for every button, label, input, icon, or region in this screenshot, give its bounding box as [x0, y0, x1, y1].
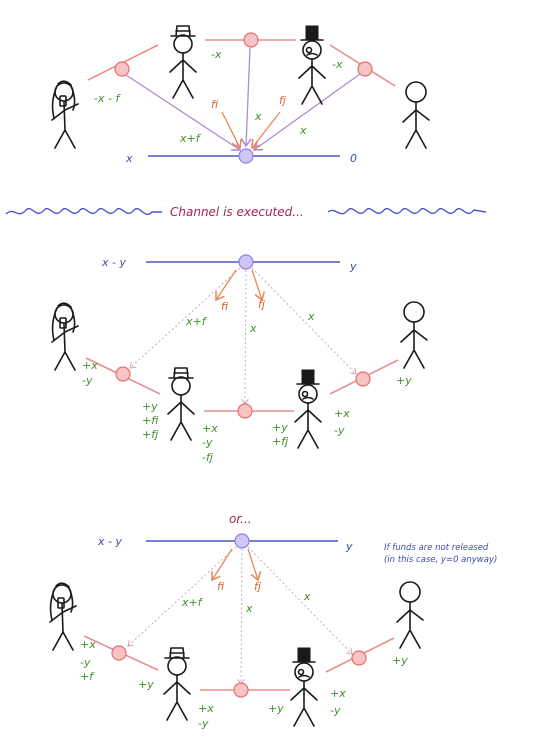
- s2-hatr-l3: -fj: [202, 451, 214, 464]
- fee-arrow-fi-2: [216, 269, 237, 300]
- tophat-figure-icon: [298, 25, 326, 105]
- channel-node-2: [243, 32, 259, 48]
- scene1-right-label: 0: [350, 152, 357, 165]
- s3-fee-arrow-fi: [212, 548, 233, 580]
- flow-arrow-1: [125, 74, 240, 150]
- scene3-note-line1: If funds are not released: [384, 543, 489, 553]
- divider: Channel is executed...: [5, 205, 487, 219]
- s2-flow-x-right: x: [307, 310, 315, 323]
- violet-node-2: [238, 254, 254, 270]
- scene2-right-label: y: [349, 260, 357, 273]
- edge-label-1: -x - f: [94, 92, 121, 105]
- s3-tophatl-l1: +y: [268, 702, 284, 715]
- s2-hat-figure-icon: [167, 367, 195, 441]
- s3-hatl-l1: +y: [138, 678, 154, 691]
- channel-node-1: [114, 61, 130, 77]
- flow-arrow-3: [254, 73, 361, 150]
- s3-plain-l1: +y: [392, 654, 408, 667]
- s2-girl-figure-icon: [51, 302, 79, 371]
- flow-label-fi: fi: [211, 98, 219, 111]
- violet-node-3: [234, 533, 250, 549]
- s2-hatr-l1: +x: [202, 422, 218, 435]
- s3-hatr-l1: +x: [198, 702, 214, 715]
- s3-girl-figure-icon: [49, 582, 77, 651]
- flow-label-xf: x+f: [179, 132, 202, 145]
- s2-hat-l3: +fj: [142, 428, 159, 441]
- s2-girl-l2: -y: [82, 374, 93, 387]
- flow-arrow-2: [246, 47, 250, 146]
- s2-hatr-l2: -y: [202, 436, 213, 449]
- flow-label-fj: fj: [279, 94, 287, 107]
- scene-2: x - y y fi fj x+f x x +x -y +y +fi +fj +…: [51, 254, 428, 464]
- wavy-line-left: [5, 207, 162, 215]
- s3-plain-figure-icon: [396, 581, 424, 649]
- s3-girl-l1: +x: [80, 638, 96, 651]
- girl-figure-icon: [51, 80, 79, 149]
- s2-hat-l1: +y: [142, 400, 158, 413]
- s2-plain-figure-icon: [400, 301, 428, 369]
- fee-arrow-fi: [221, 111, 240, 148]
- plain-figure-icon: [402, 81, 430, 149]
- s3-flow-x-mid: x: [245, 602, 253, 615]
- s2-plain-l1: +y: [396, 374, 412, 387]
- s3-hatr-l2: -y: [198, 717, 209, 730]
- wavy-line-right: [327, 207, 487, 215]
- s2-channel-node-1: [115, 366, 131, 382]
- s3-dotted-arrow-3: [247, 546, 352, 654]
- s2-channel-node-3: [355, 371, 371, 387]
- s3-flow-fj: fj: [254, 580, 262, 593]
- violet-node-1: [238, 148, 254, 164]
- s2-tophatl-l1: +y: [272, 421, 288, 434]
- dotted-arrow-1: [130, 267, 241, 368]
- edge-label-3: -x: [332, 58, 343, 71]
- dotted-arrow-3: [251, 267, 356, 374]
- hat-figure-icon: [169, 25, 197, 99]
- scene-1: x 0 -x - f -x -x x+f fi x fj x: [51, 25, 430, 165]
- s3-flow-fi: fi: [217, 580, 225, 593]
- scene1-left-label: x: [125, 152, 133, 165]
- s2-tophat-figure-icon: [294, 369, 322, 449]
- s3-channel-node-1: [111, 645, 127, 661]
- scene3-right-label: y: [345, 540, 353, 553]
- s2-flow-fj: fj: [258, 298, 266, 311]
- s3-tophatr-l1: +x: [330, 687, 346, 700]
- flow-label-x-right: x: [299, 124, 307, 137]
- scene2-left-label: x - y: [101, 256, 126, 269]
- s3-dotted-arrow-2: [241, 548, 242, 684]
- s2-flow-x-mid: x: [249, 322, 257, 335]
- s3-channel-node-2: [233, 682, 249, 698]
- s3-fee-arrow-fj: [247, 548, 258, 580]
- s2-hat-l2: +fi: [142, 414, 159, 427]
- fee-arrow-fj: [252, 111, 281, 148]
- scene3-note-line2: (in this case, y=0 anyway): [384, 555, 497, 565]
- fee-arrow-fj-2: [251, 269, 262, 300]
- s3-girl-l2: -y: [80, 656, 91, 669]
- or-text: or...: [229, 512, 252, 526]
- s2-channel-node-2: [237, 403, 253, 419]
- channel-node-3: [357, 61, 373, 77]
- s2-tophatr-l2: -y: [334, 424, 345, 437]
- s2-tophatl-l2: +fj: [272, 435, 289, 448]
- s3-flow-xf: x+f: [181, 596, 204, 609]
- s3-tophatr-l2: -y: [330, 704, 341, 717]
- s3-girl-l3: +f: [80, 670, 95, 683]
- s3-flow-x-right: x: [303, 590, 311, 603]
- flow-label-x-mid: x: [254, 110, 262, 123]
- scene-3: x - y y If funds are not released (in th…: [49, 533, 497, 730]
- s3-tophat-figure-icon: [290, 647, 318, 727]
- s2-tophatr-l1: +x: [334, 407, 350, 420]
- s2-girl-l1: +x: [82, 359, 98, 372]
- scene3-left-label: x - y: [97, 535, 122, 548]
- s3-dotted-arrow-1: [128, 546, 237, 646]
- s2-flow-fi: fi: [221, 300, 229, 313]
- s3-channel-node-3: [351, 650, 367, 666]
- divider-text: Channel is executed...: [170, 205, 304, 219]
- s3-hat-figure-icon: [163, 647, 191, 721]
- s2-flow-xf: x+f: [185, 315, 208, 328]
- dotted-arrow-2: [245, 269, 246, 404]
- edge-label-2: -x: [211, 48, 222, 61]
